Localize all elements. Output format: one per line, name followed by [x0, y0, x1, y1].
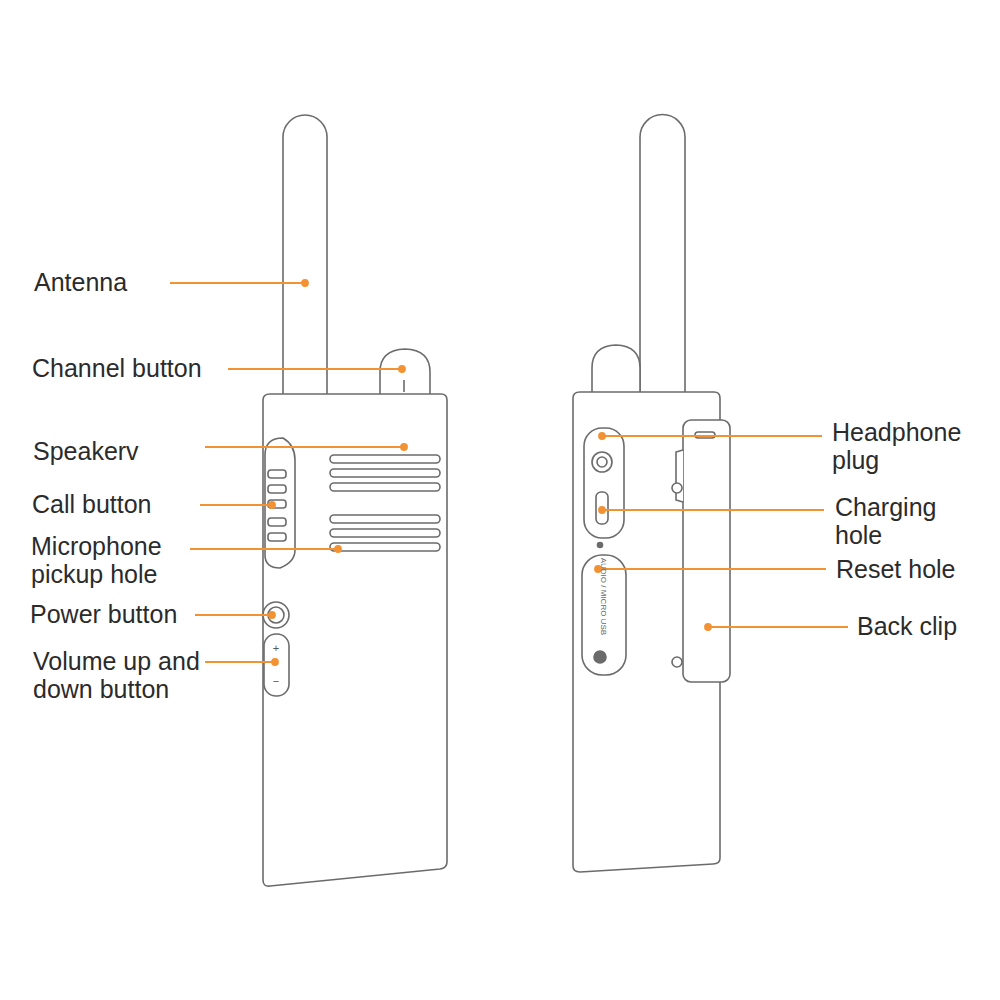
part-label: Microphone pickup hole — [31, 533, 196, 588]
part-label: Back clip — [857, 613, 992, 641]
housing — [263, 394, 447, 886]
device-marking: AUDIO / MICRO USB — [599, 557, 608, 634]
antenna — [640, 115, 685, 393]
part-label: Power button — [30, 601, 192, 629]
part-label: Speakerv — [33, 438, 198, 466]
part-label: Reset hole — [836, 556, 986, 584]
part-label: Headphone plug — [832, 419, 982, 474]
device-marking: + — [273, 642, 279, 654]
channel-knob — [380, 349, 430, 395]
part-label: Antenna — [34, 269, 164, 297]
part-label: Channel button — [32, 355, 222, 383]
volume-button — [264, 634, 289, 696]
headphone-jack — [592, 452, 612, 472]
device-marking: − — [273, 675, 279, 687]
antenna — [283, 115, 327, 395]
reset-hole — [598, 543, 603, 548]
back-clip — [683, 420, 730, 682]
usb-port — [596, 492, 608, 524]
part-label: Volume up and down button — [33, 648, 233, 703]
port-panel — [584, 428, 624, 538]
port-cover — [582, 555, 626, 675]
channel-knob — [592, 345, 640, 392]
speaker-grille — [330, 455, 440, 551]
part-label: Charging hole — [835, 494, 975, 549]
part-label: Call button — [32, 491, 197, 519]
leader-lines — [170, 280, 848, 665]
